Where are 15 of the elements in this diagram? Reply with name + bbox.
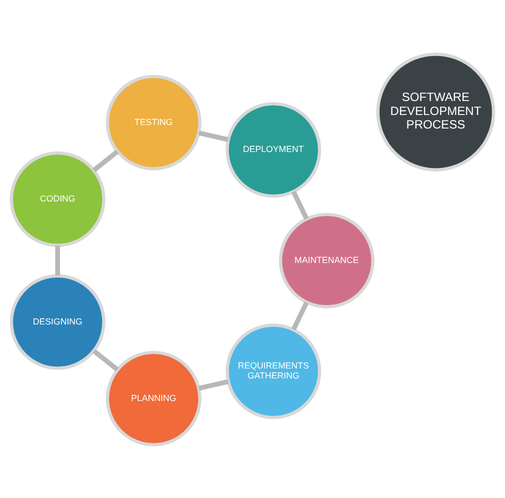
node-circle: SOFTWARE DEVELOPMENT PROCESS [376,52,496,171]
node-circle: PLANNING [106,350,202,446]
node-circle: REQUIREMENTS GATHERING [226,323,322,419]
node-circle: DESIGNING [10,274,106,370]
connector [291,300,309,330]
node-circle: CODING [10,150,106,246]
connector [198,378,229,390]
node-circle: MAINTENANCE [278,212,374,308]
node-circle: DEPLOYMENT [226,102,322,198]
connector [55,245,60,276]
node-circle: TESTING [106,74,202,170]
connector [291,190,309,220]
connector [92,149,119,172]
connector [92,348,119,372]
connector [198,130,229,142]
